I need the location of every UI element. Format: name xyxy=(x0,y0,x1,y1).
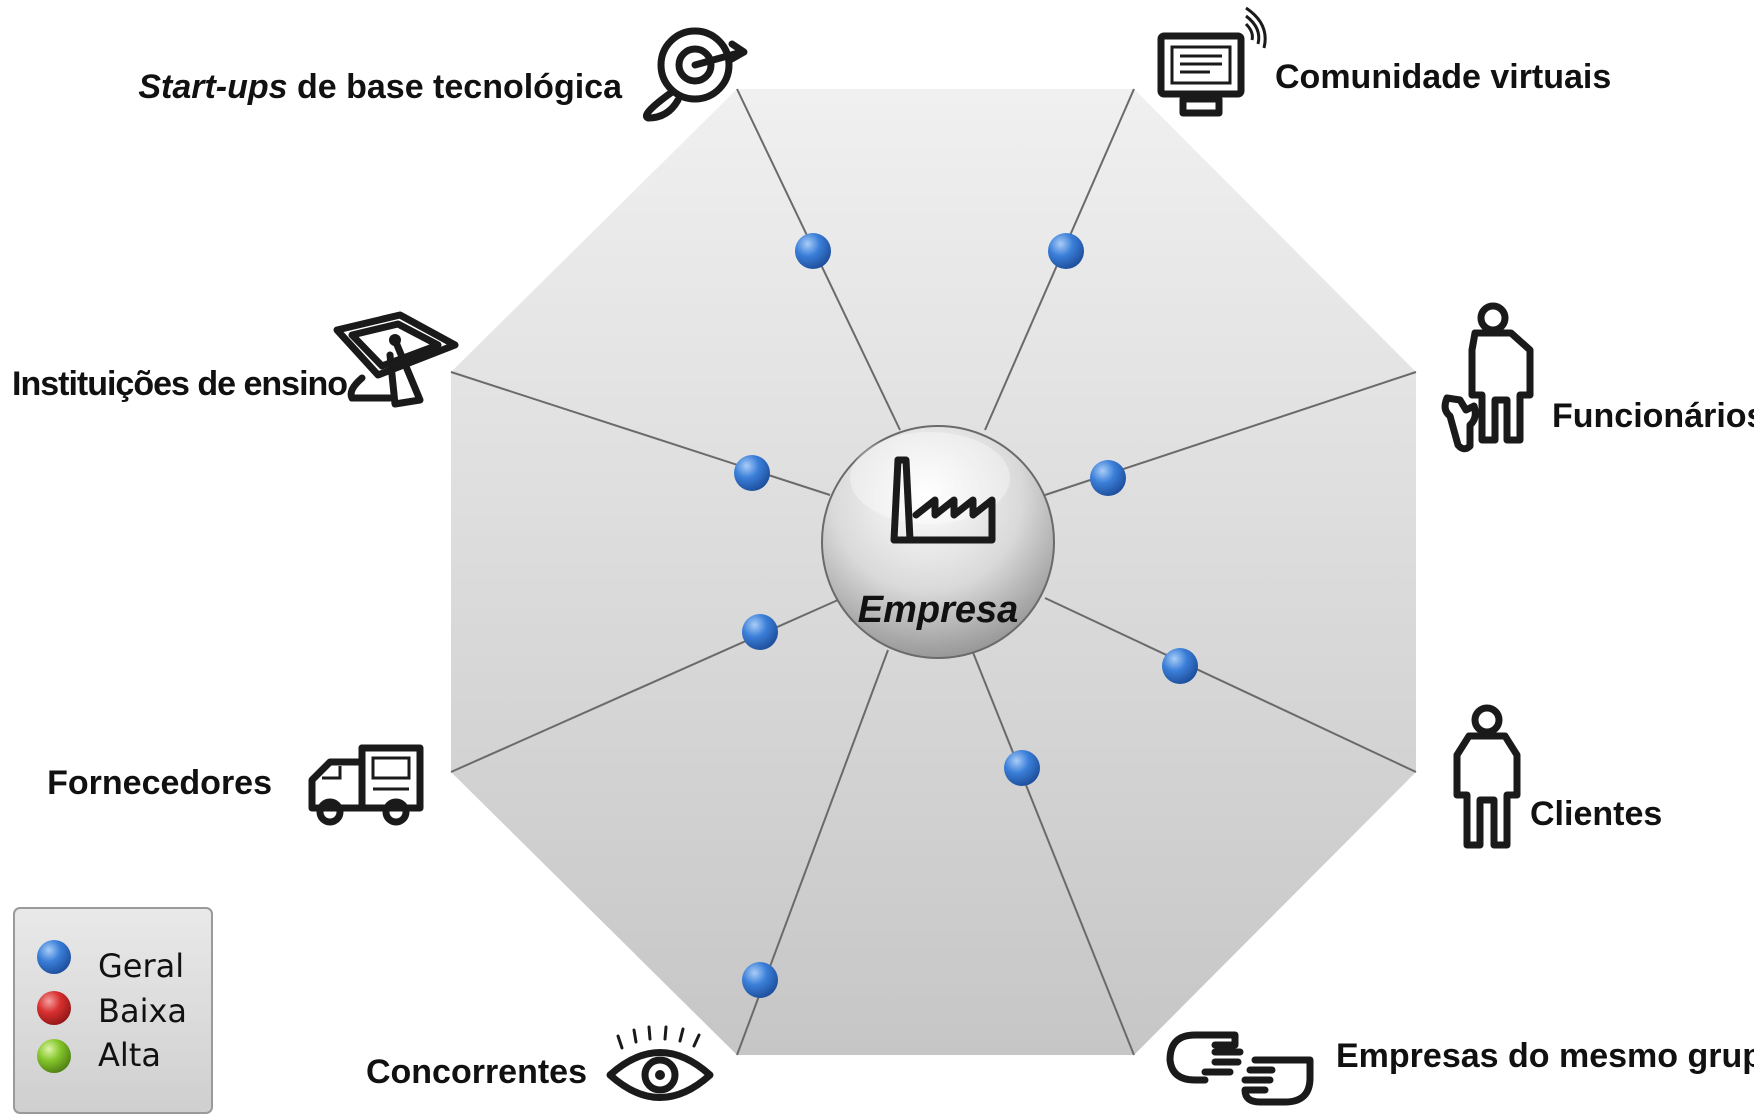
legend-dot-geral xyxy=(37,940,71,974)
handshake-icon xyxy=(1166,1031,1314,1106)
person-icon xyxy=(1453,704,1521,849)
node-instituicoes xyxy=(734,455,770,491)
startups-label: Start-ups de base tecnológica xyxy=(138,68,623,106)
node-fornecedores xyxy=(742,614,778,650)
legend-label-alta: Alta xyxy=(98,1036,161,1074)
stakeholder-clientes: Clientes xyxy=(1453,704,1662,849)
concorrentes-label: Concorrentes xyxy=(366,1053,587,1091)
nodes xyxy=(734,233,1198,998)
legend: Geral Baixa Alta xyxy=(13,907,213,1114)
stakeholder-funcionarios: Funcionários xyxy=(1441,302,1754,453)
stakeholder-empresas-grupo: Empresas do mesmo grupo xyxy=(1166,1031,1754,1106)
node-concorrentes xyxy=(742,962,778,998)
center-label: Empresa xyxy=(858,589,1019,631)
eye-icon xyxy=(606,1025,714,1101)
stakeholder-concorrentes: Concorrentes xyxy=(366,1025,714,1101)
stakeholder-startups: Start-ups de base tecnológica xyxy=(138,27,748,122)
instituicoes-label: Instituições de ensino xyxy=(12,365,347,403)
stakeholder-instituicoes: Instituições de ensino xyxy=(12,311,459,408)
node-clientes xyxy=(1162,648,1198,684)
node-startups xyxy=(795,233,831,269)
truck-icon xyxy=(308,744,424,826)
target-dart-icon xyxy=(643,27,748,122)
spoke-clientes xyxy=(1044,597,1417,773)
legend-label-baixa: Baixa xyxy=(98,992,187,1030)
stakeholder-comunidade: Comunidade virtuais xyxy=(1157,6,1611,117)
node-funcionarios xyxy=(1090,460,1126,496)
legend-dot-alta xyxy=(37,1039,71,1073)
empresas-grupo-label: Empresas do mesmo grupo xyxy=(1336,1037,1754,1075)
clientes-label: Clientes xyxy=(1530,795,1662,833)
computer-wifi-icon xyxy=(1157,6,1267,117)
factory-icon xyxy=(890,456,996,544)
stakeholder-fornecedores: Fornecedores xyxy=(47,744,424,826)
graduation-cap-icon xyxy=(333,311,459,408)
node-empresas-grupo xyxy=(1004,750,1040,786)
comunidade-label: Comunidade virtuais xyxy=(1275,58,1611,96)
fornecedores-label: Fornecedores xyxy=(47,764,272,802)
center-node: Empresa xyxy=(821,425,1055,659)
spoke-empresas-grupo xyxy=(971,649,1135,1056)
node-comunidade xyxy=(1048,233,1084,269)
worker-wrench-icon xyxy=(1441,302,1534,453)
legend-label-geral: Geral xyxy=(98,947,184,985)
legend-dot-baixa xyxy=(37,991,71,1025)
funcionarios-label: Funcionários xyxy=(1552,397,1754,435)
